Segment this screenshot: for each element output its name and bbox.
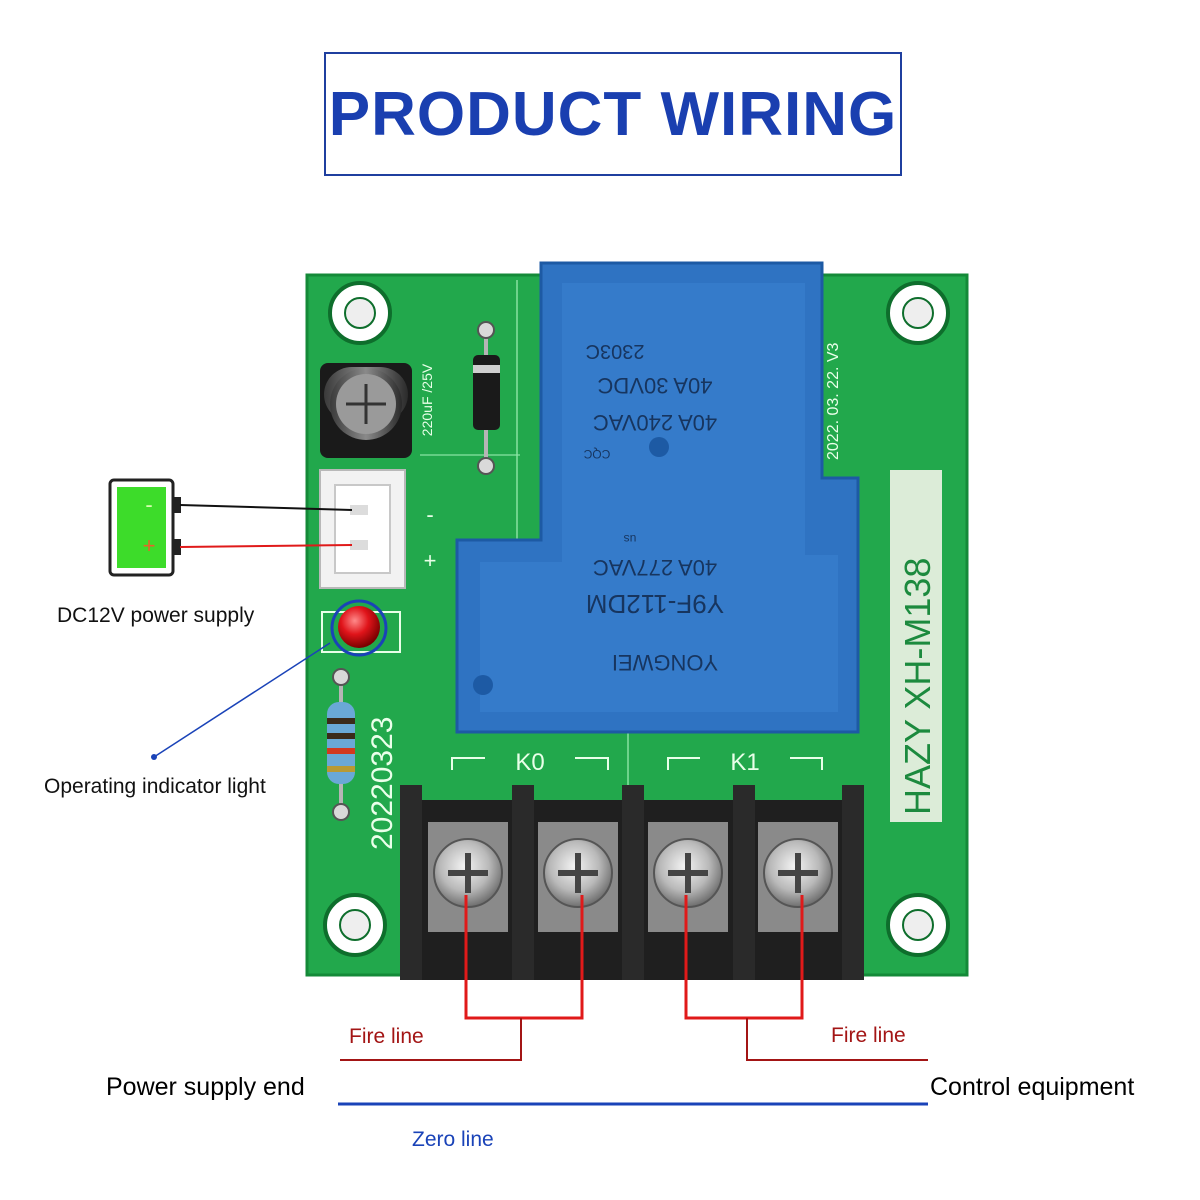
power-supply-end-label: Power supply end (106, 1073, 305, 1101)
date-code-label: 20220323 (366, 717, 399, 850)
relay-cqc: CQC (583, 447, 610, 461)
negative-wire (179, 504, 353, 511)
relay-cert: us (624, 532, 637, 546)
k0-fire-wire (340, 895, 584, 1061)
terminal-label-k1: K1 (730, 749, 759, 776)
dc-power-label: DC12V power supply (57, 604, 255, 627)
battery-plus-sign: + (143, 533, 156, 558)
fire-line-left-label: Fire line (349, 1025, 424, 1048)
terminal-screw-3 (648, 822, 728, 932)
terminal-screw-2 (538, 822, 618, 932)
indicator-callout-line (153, 642, 331, 758)
terminal-screw-4 (758, 822, 838, 932)
k1-fire-wire (684, 895, 928, 1061)
capacitor-label: 220uF /25V (419, 363, 435, 436)
battery-minus-sign: - (145, 492, 152, 517)
capacitor: 220uF /25V (320, 363, 435, 458)
positive-wire (179, 544, 353, 548)
version-label: 2022. 03. 22. V3 (825, 342, 842, 460)
relay-rating-1: 40A 277VAC (593, 555, 717, 580)
mount-hole-top-left (328, 281, 392, 345)
relay-rating-4: 2303C (586, 340, 645, 362)
terminal-label-k0: K0 (515, 749, 544, 776)
indicator-callout-dot (151, 754, 157, 760)
terminal-labels: K0 K1 (451, 749, 823, 776)
indicator-label: Operating indicator light (44, 775, 266, 798)
diode (473, 321, 500, 475)
resistor (327, 668, 355, 821)
relay: 40A 277VAC 40A 240VAC 40A 30VDC 2303C CQ… (455, 261, 860, 734)
battery: - + (108, 478, 181, 577)
relay-rating-2: 40A 240VAC (593, 410, 717, 435)
mount-hole-bottom-right (886, 893, 950, 957)
relay-model: Y9F-112DM (586, 589, 724, 619)
mount-hole-top-right (886, 281, 950, 345)
fire-line-right-label: Fire line (831, 1024, 906, 1047)
connector-plus-mark: + (424, 548, 437, 573)
power-connector: - + (319, 469, 437, 589)
relay-rating-3: 40A 30VDC (597, 373, 712, 398)
page-title: PRODUCT WIRING (328, 79, 898, 149)
terminal-block (400, 785, 864, 980)
title-box: PRODUCT WIRING (324, 52, 902, 176)
connector-minus-mark: - (426, 502, 433, 527)
model-label: HAZY XH-M138 (890, 470, 942, 822)
control-equipment-label: Control equipment (930, 1073, 1135, 1101)
terminal-screw-1 (428, 822, 508, 932)
model-text: HAZY XH-M138 (897, 558, 938, 815)
indicator-led (321, 599, 401, 657)
relay-brand: YONGWEI (612, 650, 718, 675)
zero-line-label: Zero line (412, 1128, 494, 1151)
mount-hole-bottom-left (323, 893, 387, 957)
